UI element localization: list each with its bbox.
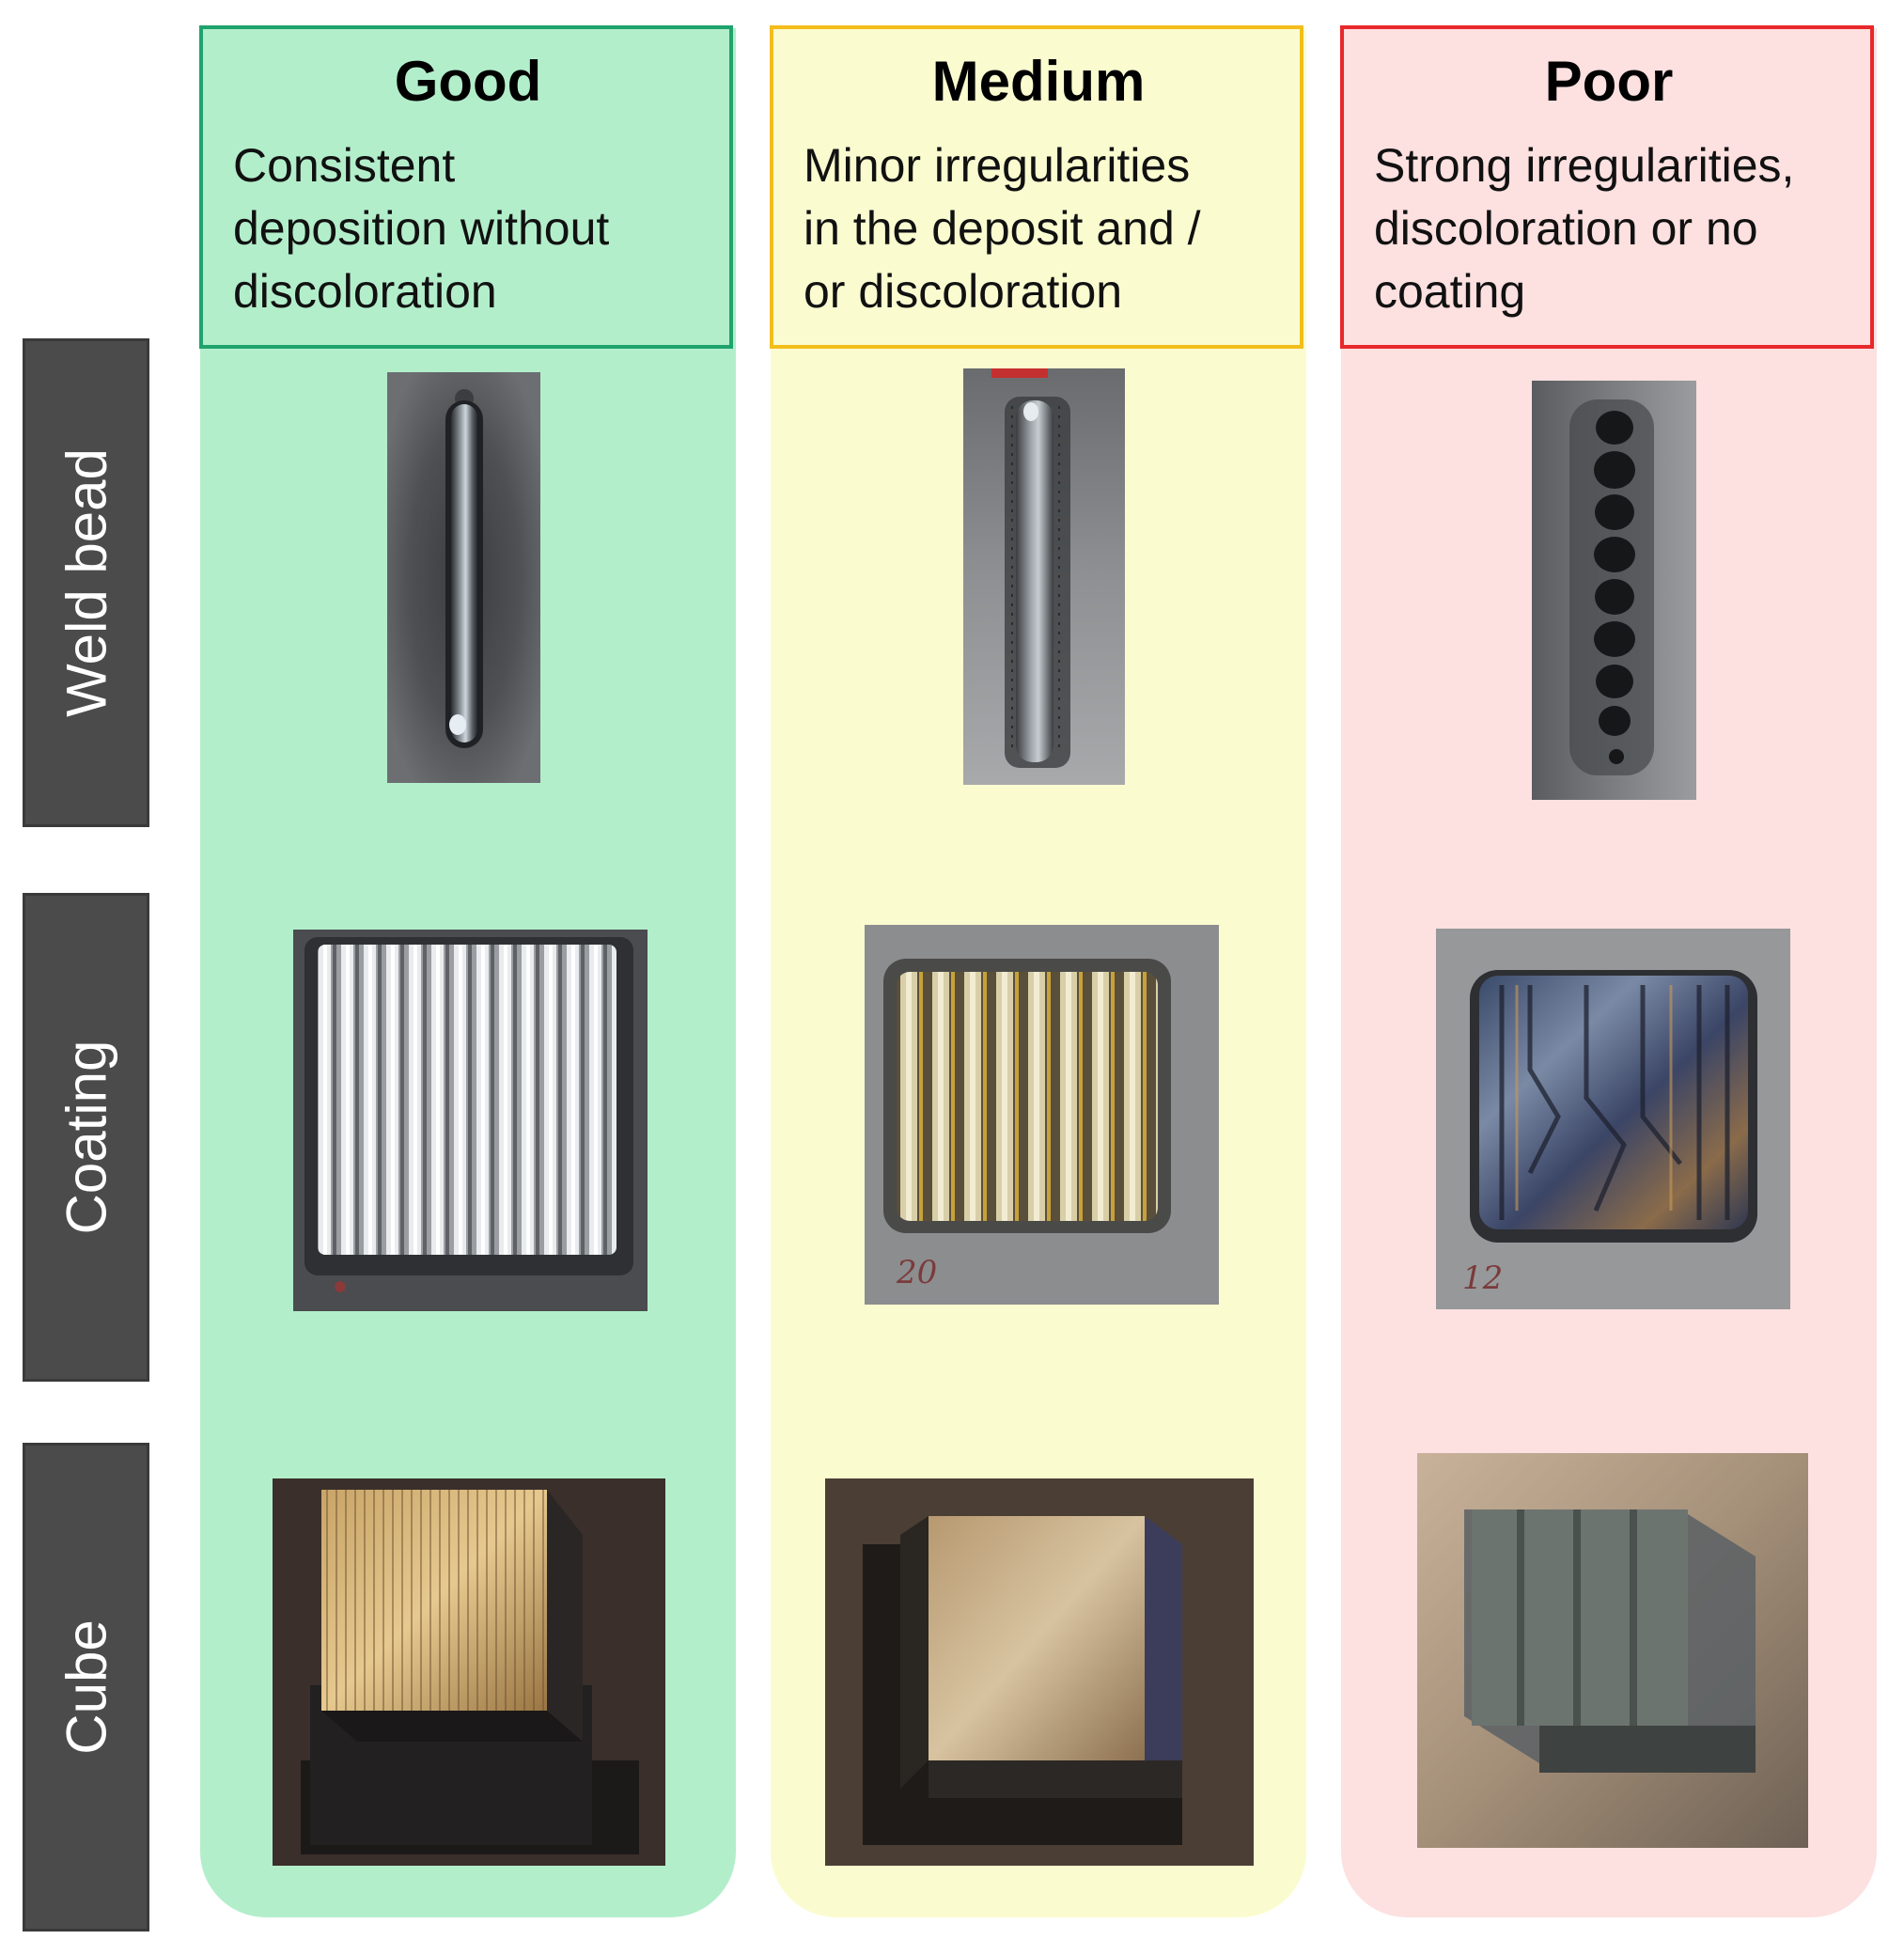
description-line: discoloration <box>233 265 497 318</box>
weld-bead-poor-photo <box>1532 381 1696 800</box>
coating-good-photo <box>293 930 648 1311</box>
header-poor: Poor Strong irregularities, discoloratio… <box>1340 25 1874 349</box>
description-line: coating <box>1374 265 1526 318</box>
weld-bead-medium-photo <box>963 368 1125 785</box>
sample-number-label: 12 <box>1462 1259 1504 1297</box>
row-label-coating: Coating <box>23 893 149 1382</box>
column-description: Consistent deposition without discolorat… <box>233 134 703 323</box>
sample-number-label: 20 <box>897 1254 938 1291</box>
row-label-text: Cube <box>55 1619 117 1755</box>
description-line: discoloration or no <box>1374 202 1758 255</box>
description-line: deposition without <box>233 202 610 255</box>
column-description: Minor irregularities in the deposit and … <box>804 134 1273 323</box>
column-title: Medium <box>931 50 1146 113</box>
description-line: or discoloration <box>804 265 1123 318</box>
header-medium: Medium Minor irregularities in the depos… <box>770 25 1303 349</box>
description-line: Strong irregularities, <box>1374 139 1795 192</box>
column-title: Good <box>394 50 542 113</box>
coating-medium-photo: 20 <box>865 925 1219 1305</box>
row-label-text: Weld bead <box>55 448 117 717</box>
coating-poor-photo: 12 <box>1436 929 1790 1309</box>
column-description: Strong irregularities, discoloration or … <box>1374 134 1844 323</box>
weld-bead-good-photo <box>387 372 540 783</box>
row-label-weld-bead: Weld bead <box>23 338 149 827</box>
cube-poor-photo <box>1417 1453 1808 1848</box>
column-title: Poor <box>1544 50 1674 113</box>
description-line: in the deposit and / <box>804 202 1201 255</box>
row-label-text: Coating <box>55 1040 117 1235</box>
header-good: Good Consistent deposition without disco… <box>199 25 733 349</box>
description-line: Minor irregularities <box>804 139 1191 192</box>
cube-medium-photo <box>825 1478 1254 1866</box>
description-line: Consistent <box>233 139 456 192</box>
row-label-cube: Cube <box>23 1443 149 1932</box>
cube-good-photo <box>273 1478 665 1866</box>
